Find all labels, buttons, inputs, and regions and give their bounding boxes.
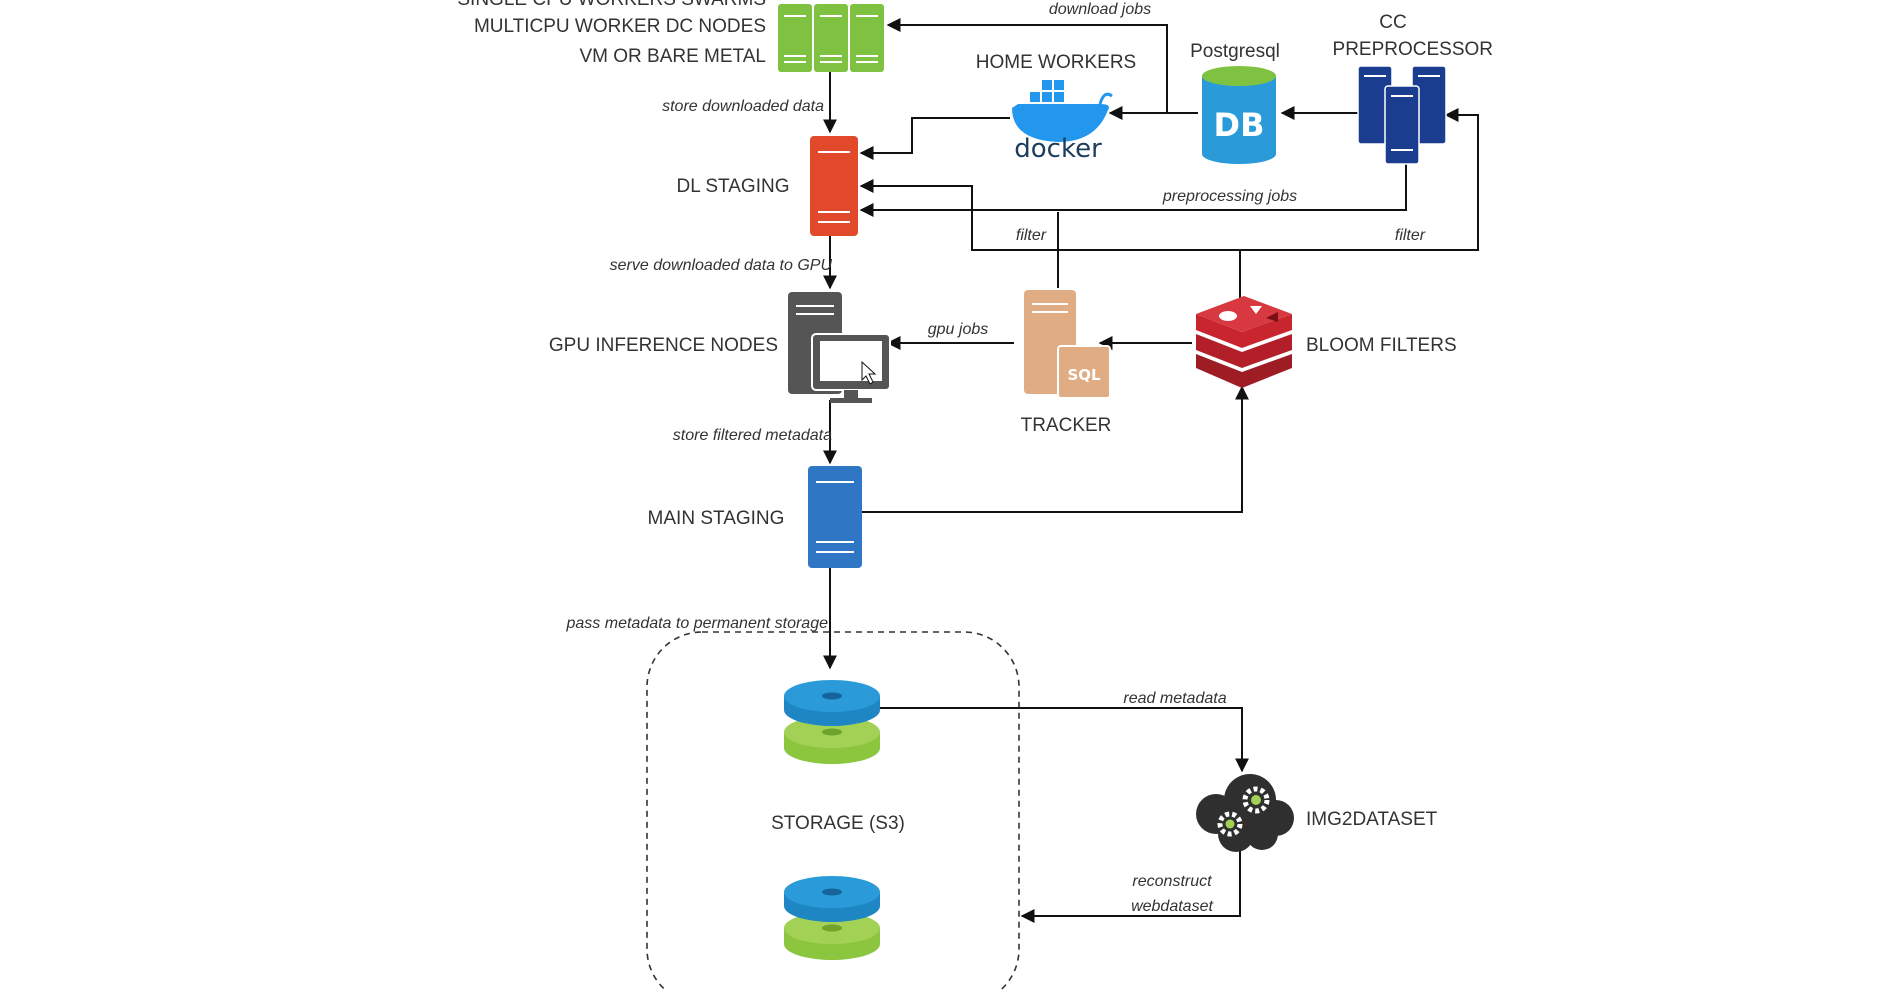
storage-label: STORAGE (S3) bbox=[771, 813, 905, 834]
edge-label-filter-left: filter bbox=[1016, 227, 1047, 244]
storage-disk-bottom-icon bbox=[784, 876, 880, 960]
gpu-nodes-label: GPU INFERENCE NODES bbox=[549, 335, 778, 356]
edge-label-pass-metadata: pass metadata to permanent storage bbox=[566, 615, 829, 632]
cloud-gears-icon bbox=[1196, 774, 1294, 852]
tracker-sql-icon: SQL bbox=[1024, 290, 1111, 399]
cpu-workers-label-line3: VM OR BARE METAL bbox=[579, 46, 766, 67]
mouse-cursor-icon bbox=[861, 360, 877, 385]
edge-filter-right bbox=[1240, 108, 1479, 251]
edges bbox=[823, 18, 1479, 923]
edge-download-jobs bbox=[886, 18, 1168, 113]
bloom-filters-label: BLOOM FILTERS bbox=[1306, 335, 1457, 356]
tracker-sql-text: SQL bbox=[1067, 366, 1101, 384]
cpu-workers-icon bbox=[778, 4, 884, 72]
edge-label-reconstruct-line1: reconstruct bbox=[1132, 873, 1212, 890]
edge-label-reconstruct-line2: webdataset bbox=[1131, 898, 1213, 915]
docker-icon: docker bbox=[1012, 80, 1113, 164]
edge-label-store-filtered: store filtered metadata bbox=[673, 427, 832, 444]
gpu-workstation-icon bbox=[788, 292, 891, 403]
dl-staging-server-icon bbox=[810, 136, 858, 236]
cpu-workers-label-line2: MULTICPU WORKER DC NODES bbox=[474, 16, 766, 37]
edge-filter-left bbox=[859, 179, 1240, 251]
bloom-filters-icon bbox=[1196, 296, 1292, 388]
edge-label-download-jobs: download jobs bbox=[1049, 1, 1151, 18]
dl-staging-label: DL STAGING bbox=[677, 176, 790, 197]
main-staging-server-icon bbox=[808, 466, 862, 568]
img2dataset-label: IMG2DATASET bbox=[1306, 809, 1438, 830]
database-icon-text: DB bbox=[1214, 106, 1265, 144]
postgres-label: Postgresql bbox=[1190, 41, 1280, 62]
edge-docker-to-dl bbox=[859, 117, 1010, 160]
cpu-workers-label-line1: SINGLE CPU WORKERS SWARMS bbox=[457, 0, 766, 10]
edge-label-gpu-jobs: gpu jobs bbox=[928, 321, 989, 338]
edge-label-preprocessing-jobs: preprocessing jobs bbox=[1162, 188, 1297, 205]
cc-preprocessor-label-line2: PREPROCESSOR bbox=[1333, 39, 1493, 60]
edge-main-to-bloom bbox=[857, 385, 1249, 513]
main-staging-label: MAIN STAGING bbox=[648, 508, 785, 529]
database-icon: DB bbox=[1202, 66, 1276, 164]
server-cluster-icon bbox=[1357, 65, 1447, 165]
edge-label-read-metadata: read metadata bbox=[1123, 690, 1226, 707]
docker-logo-text: docker bbox=[1014, 134, 1102, 164]
cc-preprocessor-label-line1: CC bbox=[1379, 12, 1406, 33]
edge-preprocessing-jobs bbox=[859, 162, 1407, 217]
edge-label-store-downloaded: store downloaded data bbox=[662, 98, 824, 115]
edge-read-metadata bbox=[880, 707, 1249, 773]
edge-label-filter-right: filter bbox=[1395, 227, 1426, 244]
storage-disk-top-icon bbox=[784, 680, 880, 764]
edge-label-serve-to-gpu: serve downloaded data to GPU bbox=[610, 257, 833, 274]
edge-reconstruct bbox=[1020, 850, 1241, 923]
home-workers-label: HOME WORKERS bbox=[976, 52, 1136, 73]
tracker-label: TRACKER bbox=[1021, 415, 1112, 436]
